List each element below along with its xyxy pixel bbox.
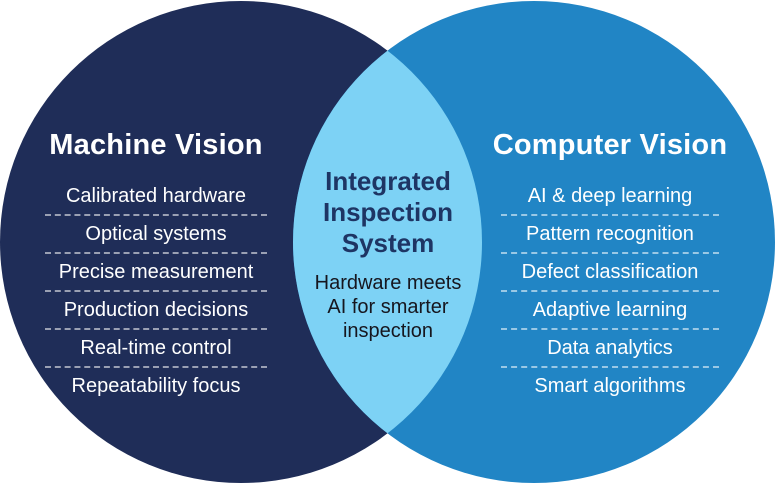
- list-item: Calibrated hardware: [65, 185, 247, 207]
- list-item: Optical systems: [85, 223, 227, 245]
- computer-vision-list: AI & deep learning Pattern recognition D…: [486, 178, 734, 404]
- dashed-divider: [45, 328, 267, 330]
- list-item: Pattern recognition: [526, 223, 694, 245]
- machine-vision-column: Machine Vision Calibrated hardware Optic…: [30, 128, 282, 404]
- dashed-divider: [500, 214, 720, 216]
- computer-vision-title: Computer Vision: [492, 129, 728, 161]
- list-item: AI & deep learning: [527, 185, 693, 207]
- overlap-title-line: Inspection: [322, 197, 453, 227]
- overlap-subtitle: Hardware meets AI for smarter inspection: [288, 271, 488, 343]
- list-item: Precise measurement: [58, 261, 254, 283]
- overlap-subtitle-line: AI for smarter: [327, 296, 449, 318]
- list-item: Production decisions: [63, 299, 249, 321]
- dashed-divider: [500, 290, 720, 292]
- list-item: Data analytics: [547, 337, 673, 359]
- dashed-divider: [500, 252, 720, 254]
- overlap-title: Integrated Inspection System: [288, 166, 488, 259]
- dashed-divider: [45, 252, 267, 254]
- overlap-title-line: System: [341, 228, 435, 258]
- dashed-divider: [45, 366, 267, 368]
- overlap-column: Integrated Inspection System Hardware me…: [288, 166, 488, 343]
- list-item: Repeatability focus: [71, 375, 241, 397]
- overlap-title-line: Integrated: [325, 166, 451, 196]
- machine-vision-title: Machine Vision: [49, 129, 263, 161]
- machine-vision-list: Calibrated hardware Optical systems Prec…: [30, 178, 282, 404]
- computer-vision-column: Computer Vision AI & deep learning Patte…: [486, 128, 734, 404]
- overlap-subtitle-line: inspection: [342, 320, 434, 342]
- list-item: Defect classification: [521, 261, 699, 283]
- dashed-divider: [45, 214, 267, 216]
- dashed-divider: [45, 290, 267, 292]
- list-item: Smart algorithms: [534, 375, 686, 397]
- dashed-divider: [500, 328, 720, 330]
- overlap-subtitle-line: Hardware meets: [314, 272, 462, 294]
- list-item: Real-time control: [80, 337, 232, 359]
- overlap-lens: [293, 1, 482, 483]
- dashed-divider: [500, 366, 720, 368]
- list-item: Adaptive learning: [532, 299, 688, 321]
